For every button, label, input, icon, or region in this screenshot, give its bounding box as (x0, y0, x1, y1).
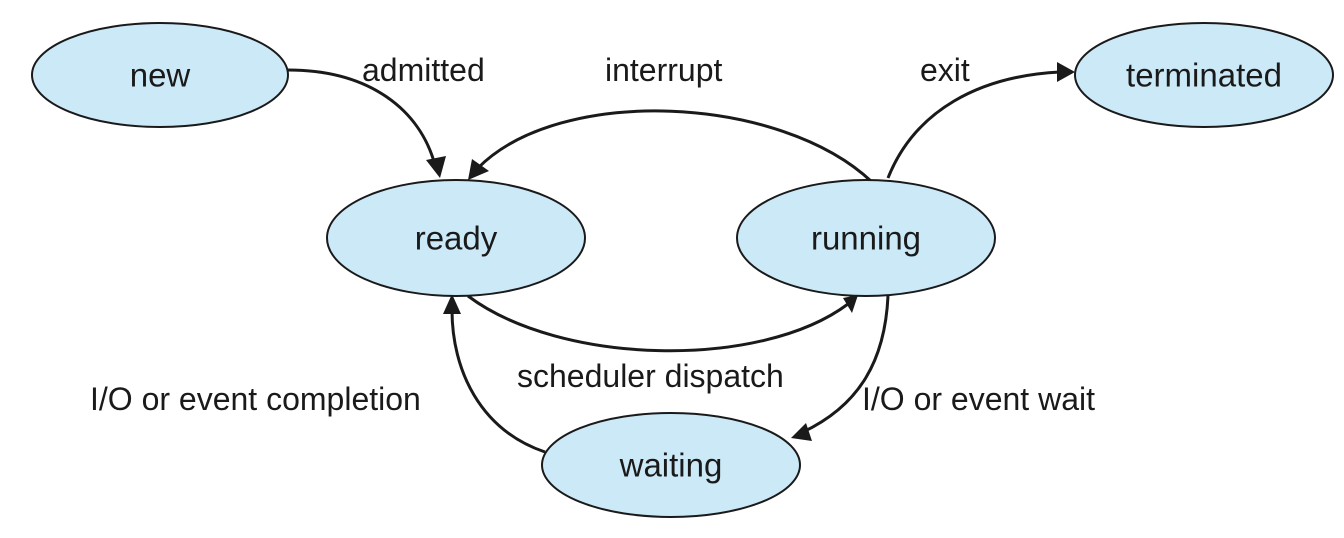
state-ready-ellipse (326, 179, 586, 297)
label-io-event-wait: I/O or event wait (862, 381, 1095, 417)
state-new: new (31, 22, 289, 128)
state-running-label: running (811, 220, 921, 257)
edge-exit (886, 70, 1061, 179)
state-new-ellipse (31, 22, 289, 128)
arrowhead-exit (1057, 62, 1075, 82)
state-ready-label: ready (415, 220, 498, 257)
state-waiting-ellipse (541, 412, 801, 518)
edge-interrupt (476, 109, 874, 184)
edge-io-event-wait (802, 295, 890, 434)
state-terminated: terminated (1074, 22, 1334, 128)
arrowhead-io-event-wait (791, 423, 812, 441)
state-ready: ready (326, 179, 586, 297)
edge-io-event-completion (450, 309, 546, 454)
arrowhead-io-event-completion (443, 294, 461, 314)
state-running: running (736, 179, 996, 297)
state-terminated-ellipse (1074, 22, 1334, 128)
state-waiting: waiting (541, 412, 801, 518)
label-scheduler-dispatch: scheduler dispatch (517, 358, 784, 394)
arrowhead-scheduler-dispatch (843, 295, 858, 313)
label-interrupt: interrupt (605, 52, 723, 88)
state-running-ellipse (736, 179, 996, 297)
arrowhead-admitted (426, 156, 446, 178)
label-exit: exit (920, 52, 970, 88)
state-new-label: new (130, 57, 191, 94)
state-terminated-label: terminated (1126, 57, 1282, 94)
arrowhead-interrupt (468, 159, 489, 180)
label-admitted: admitted (362, 52, 485, 88)
label-io-event-completion: I/O or event completion (90, 381, 421, 417)
state-waiting-label: waiting (619, 447, 723, 484)
edge-scheduler-dispatch (467, 294, 849, 353)
edge-admitted (287, 68, 437, 166)
